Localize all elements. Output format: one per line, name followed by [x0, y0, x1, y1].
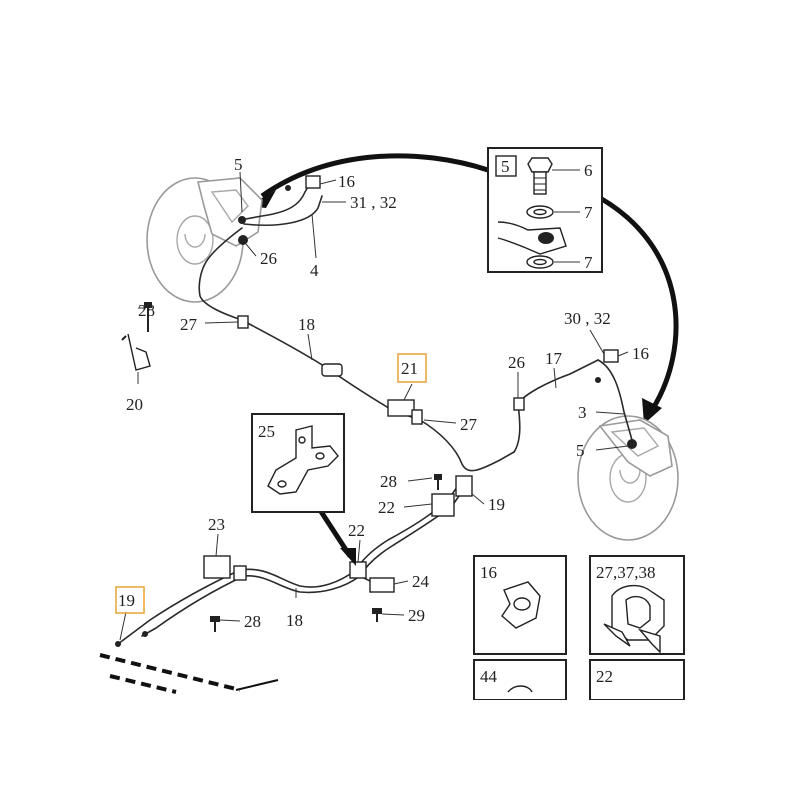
inset-clip27-title: 27,37,38 [596, 563, 656, 582]
bracket-19 [455, 475, 473, 497]
bolt-front-small [285, 185, 291, 191]
inset-clip-16: 16 [473, 555, 567, 655]
bottom-blank [0, 700, 800, 800]
callout-24: 24 [412, 572, 430, 591]
callout-19-mid: 19 [488, 495, 505, 514]
inset-washer-7-bottom: 7 [584, 253, 593, 272]
inset-hardware: 5 6 7 7 [487, 147, 603, 273]
bolt-right-small [595, 377, 601, 383]
callout-4: 4 [310, 261, 319, 280]
clip-16-right [603, 349, 619, 363]
clip-23 [233, 565, 247, 581]
junction-block-22 [431, 493, 455, 517]
bolt-28-left [144, 302, 152, 332]
inset-22: 22 [589, 659, 685, 701]
callout-16-front: 16 [338, 172, 355, 191]
bracket-21 [387, 399, 415, 417]
inset-44: 44 [473, 659, 567, 701]
curved-arrow-right [598, 195, 679, 424]
highlight-box-21 [397, 353, 427, 383]
callout-26-right: 26 [508, 353, 525, 372]
pipe-sleeve-18 [321, 363, 343, 377]
fitting-rear-caliper [627, 439, 637, 449]
callout-3: 3 [578, 403, 587, 422]
inset-washer-7-top: 7 [584, 203, 593, 222]
pipe-end-19b [142, 631, 148, 637]
callout-28-left: 28 [138, 301, 155, 320]
callout-23: 23 [208, 515, 225, 534]
callout-18-top: 18 [298, 315, 315, 334]
callout-31-32: 31 , 32 [350, 193, 397, 212]
clip-22-low [349, 561, 367, 579]
bolt-28-mid [434, 474, 442, 490]
callout-5-right: 5 [576, 441, 585, 460]
highlight-box-19 [115, 586, 145, 614]
inset-clip-27-37-38: 27,37,38 [589, 555, 685, 655]
callout-28-mid: 28 [380, 472, 397, 491]
leader-lines [119, 171, 629, 641]
callout-19-low: 19 [118, 591, 135, 610]
callout-22-low: 22 [348, 521, 365, 540]
inset-bolt-6: 6 [584, 161, 593, 180]
callout-27-mid: 27 [460, 415, 478, 434]
bolt-29 [372, 608, 382, 622]
callout-18-low: 18 [286, 611, 303, 630]
callout-16-right: 16 [632, 344, 649, 363]
bolt-28-low [210, 616, 220, 632]
inset-22-title: 22 [596, 667, 613, 686]
callout-labels: 5 16 31 , 32 26 4 28 27 18 20 21 27 26 1… [118, 155, 649, 631]
callout-26-front: 26 [260, 249, 277, 268]
bracket-23 [203, 555, 231, 579]
inset-hardware-title: 5 [501, 157, 510, 176]
bracket-20 [121, 333, 151, 371]
inset-clip16-title: 16 [480, 563, 497, 582]
callout-17: 17 [545, 349, 563, 368]
callout-20: 20 [126, 395, 143, 414]
callout-27-left: 27 [180, 315, 198, 334]
inset-bracket-25: 25 [251, 413, 356, 566]
pipe-end-19 [115, 641, 121, 647]
clip-16-front [305, 175, 321, 189]
bracket-24 [369, 577, 395, 593]
inset-bracket-title: 25 [258, 422, 275, 441]
callout-30-32: 30 , 32 [564, 309, 611, 328]
callout-28-low: 28 [244, 612, 261, 631]
clip-27-left [237, 315, 249, 329]
inset-44-title: 44 [480, 667, 498, 686]
fitting-front-caliper [238, 216, 246, 224]
callout-29: 29 [408, 606, 425, 625]
callout-22-mid: 22 [378, 498, 395, 517]
dashed-vehicle-edge [99, 653, 279, 694]
callout-5-front: 5 [234, 155, 243, 174]
fitting-26-front [238, 235, 248, 245]
rear-brake-disc-right [577, 415, 679, 541]
callout-21: 21 [401, 359, 418, 378]
pipe-fittings [115, 175, 637, 647]
bolts [144, 185, 601, 632]
clip-27-mid [411, 409, 423, 425]
clip-26-right [513, 397, 525, 411]
